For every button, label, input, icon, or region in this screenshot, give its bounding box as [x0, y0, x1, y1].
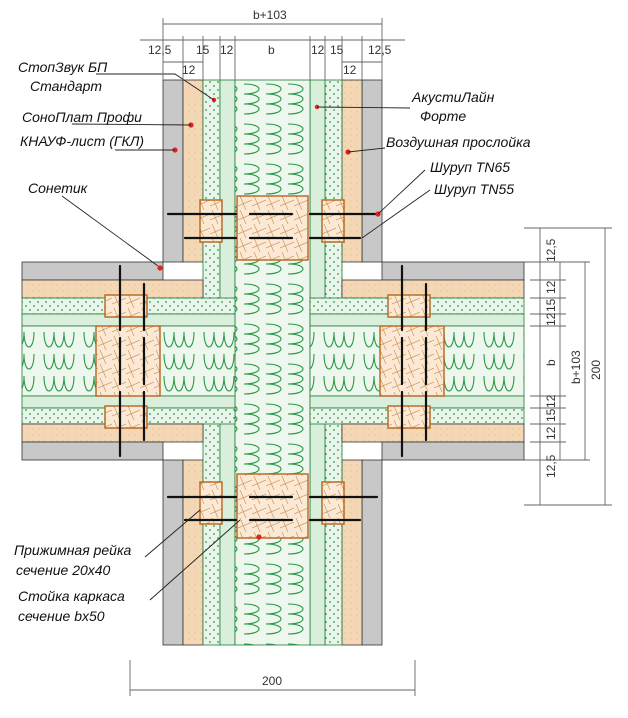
rail-tr	[321, 199, 345, 243]
label-screw65: Шуруп TN65	[430, 159, 510, 175]
label-sonoplat: СоноПлат Профи	[22, 109, 142, 125]
labels: СтопЗвук БП Стандарт СоноПлат Профи КНАУ…	[14, 59, 531, 624]
label-rail: Прижимная рейка	[14, 542, 132, 558]
dim-bottom-overall: 200	[262, 674, 282, 688]
dim-top-total: b+103	[253, 8, 287, 22]
dim-top-12-left: 12	[220, 43, 234, 57]
dim-top-sub-12-right: 12	[343, 63, 357, 77]
studs	[95, 195, 445, 539]
rail-rb	[387, 405, 431, 429]
label-air-gap: Воздушная прослойка	[386, 134, 531, 150]
dim-top-12-right: 12	[311, 43, 325, 57]
dim-right-total: b+103	[569, 350, 583, 384]
dim-right-15-bot: 15	[544, 408, 558, 422]
top-dimensions: b+103 12,5 15 12 b 12 15 12,5 12 12	[140, 8, 405, 80]
rail-bl	[199, 481, 223, 525]
label-rail-section: сечение 20х40	[16, 562, 111, 578]
dim-right-b: b	[544, 359, 558, 366]
label-stud: Стойка каркаса	[18, 588, 125, 604]
dim-right-12-top: 12	[544, 280, 558, 294]
label-screw55: Шуруп TN55	[434, 181, 514, 197]
dim-right-12-top2: 12	[544, 312, 558, 326]
dim-top-sub-12-left: 12	[182, 63, 196, 77]
dim-top-15-left: 15	[196, 43, 210, 57]
label-stud-section: сечение bх50	[18, 608, 105, 624]
dim-top-12-5-left: 12,5	[148, 43, 172, 57]
dim-top-12-5-right: 12,5	[368, 43, 392, 57]
label-sonetik: Сонетик	[28, 180, 89, 196]
dim-right-12-5-bot: 12,5	[544, 454, 558, 478]
dim-right-12-5-top: 12,5	[544, 238, 558, 262]
rail-br	[321, 481, 345, 525]
dim-right-12-bot2: 12	[544, 426, 558, 440]
dim-right-overall: 200	[589, 360, 603, 380]
label-stopzvuk: СтопЗвук БП	[18, 59, 108, 75]
stud-right	[379, 325, 445, 397]
label-forte: Форте	[420, 108, 466, 124]
leaders	[61, 73, 431, 601]
label-akustilain: АкустиЛайн	[411, 89, 495, 105]
label-knauf: КНАУФ-лист (ГКЛ)	[20, 133, 144, 149]
dim-right-12-bot: 12	[544, 394, 558, 408]
screws	[118, 212, 428, 522]
stud-top	[236, 195, 309, 261]
stud-bottom	[236, 473, 309, 539]
rail-lt	[104, 294, 148, 318]
rail-rt	[387, 294, 431, 318]
rail-tl	[199, 199, 223, 243]
right-dimensions: 12,5 12 15 12 b 12 15 12 12,5 b+103 200	[524, 227, 612, 506]
dim-top-15-right: 15	[330, 43, 344, 57]
stud-left	[95, 325, 161, 397]
dim-top-b: b	[268, 43, 275, 57]
label-standart: Стандарт	[30, 78, 102, 94]
rail-lb	[104, 405, 148, 429]
dim-right-15-top: 15	[544, 298, 558, 312]
bottom-dimension: 200	[129, 660, 416, 696]
